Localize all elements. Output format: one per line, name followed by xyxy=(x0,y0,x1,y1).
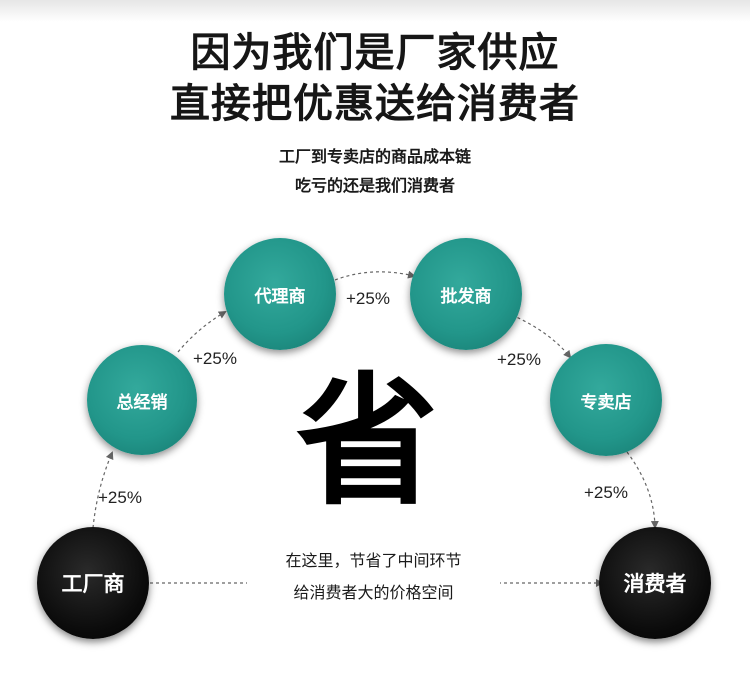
arrow-agent-to-wholesaler xyxy=(334,270,416,281)
savings-note-line-2: 给消费者大的价格空间 xyxy=(293,583,454,602)
savings-note: 在这里，节省了中间环节 给消费者大的价格空间 xyxy=(247,545,500,625)
node-retail-store: 专卖店 xyxy=(550,344,662,456)
arrow-wholesaler-to-store xyxy=(511,314,572,359)
markup-agent-to-wholesaler: +25% xyxy=(346,289,390,308)
node-general-distributor-label: 总经销 xyxy=(116,392,168,413)
markup-general-to-agent: +25% xyxy=(193,349,237,368)
subheadline-line-1: 工厂到专卖店的商品成本链 xyxy=(278,147,471,166)
headline-line-2: 直接把优惠送给消费者 xyxy=(170,81,580,127)
node-wholesaler: 批发商 xyxy=(410,238,522,350)
savings-note-line-1: 在这里，节省了中间环节 xyxy=(285,551,462,570)
node-agent: 代理商 xyxy=(224,238,336,350)
save-character: 省 xyxy=(287,360,447,525)
markup-store-to-consumer: +25% xyxy=(584,483,628,502)
headline-line-1: 因为我们是厂家供应 xyxy=(190,30,560,76)
arrow-store-to-consumer xyxy=(626,451,659,529)
node-factory-label: 工厂商 xyxy=(61,572,125,596)
node-factory: 工厂商 xyxy=(37,527,149,639)
node-consumer-label: 消费者 xyxy=(623,572,687,596)
top-shade xyxy=(0,0,750,22)
arrow-factory-to-general xyxy=(92,451,114,529)
subheadline-line-2: 吃亏的还是我们消费者 xyxy=(294,176,455,195)
arrow-general-to-agent xyxy=(177,310,227,353)
node-agent-label: 代理商 xyxy=(254,286,306,307)
node-wholesaler-label: 批发商 xyxy=(440,286,492,307)
markup-factory-to-general: +25% xyxy=(98,488,142,507)
node-general-distributor: 总经销 xyxy=(87,345,197,455)
markup-wholesaler-to-store: +25% xyxy=(497,350,541,369)
node-retail-store-label: 专卖店 xyxy=(580,392,632,413)
node-consumer: 消费者 xyxy=(599,527,711,639)
